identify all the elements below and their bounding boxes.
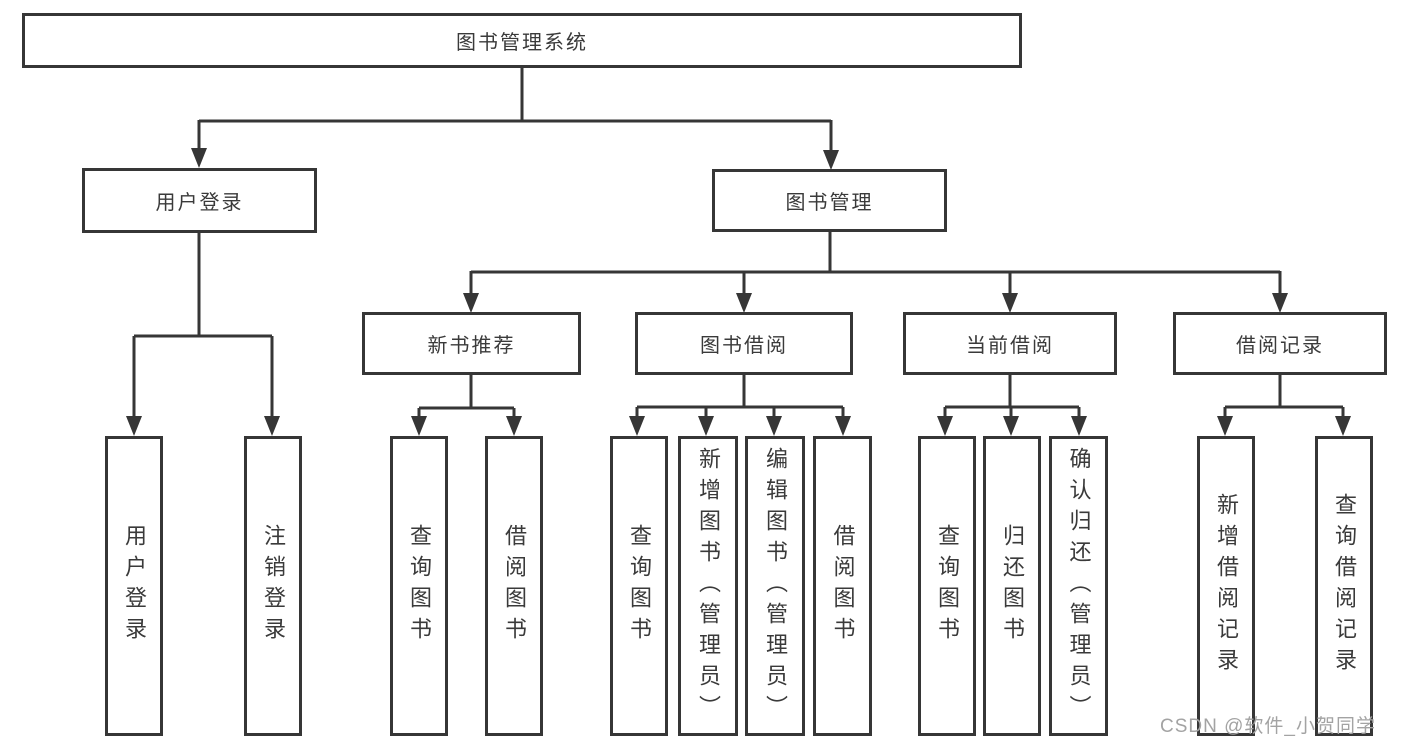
node-library-system-label: 图书管理系统 bbox=[456, 32, 588, 54]
watermark-csdn: CSDN @软件_小贺同学 bbox=[1160, 716, 1376, 737]
leaf-confirm-return-admin-label: 确认归还（管理员） bbox=[1066, 446, 1092, 726]
leaf-borrow-books-recommend: 借阅图书 bbox=[485, 436, 543, 736]
node-user-login: 用户登录 bbox=[82, 168, 317, 233]
leaf-edit-books-admin: 编辑图书（管理员） bbox=[745, 436, 805, 736]
leaf-borrow-books: 借阅图书 bbox=[813, 436, 872, 736]
leaf-query-books-current: 查询图书 bbox=[918, 436, 976, 736]
leaf-query-books-borrow: 查询图书 bbox=[610, 436, 668, 736]
leaf-query-borrow-record-label: 查询借阅记录 bbox=[1332, 493, 1357, 679]
node-library-system: 图书管理系统 bbox=[22, 13, 1022, 68]
leaf-borrow-books-recommend-label: 借阅图书 bbox=[502, 524, 527, 648]
leaf-user-login-label: 用户登录 bbox=[122, 524, 147, 648]
node-book-management-label: 图书管理 bbox=[785, 192, 874, 214]
leaf-add-borrow-record-label: 新增借阅记录 bbox=[1214, 493, 1239, 679]
leaf-user-login: 用户登录 bbox=[105, 436, 163, 736]
node-new-book-recommend-label: 新书推荐 bbox=[427, 335, 516, 357]
node-borrow-records-label: 借阅记录 bbox=[1236, 335, 1324, 357]
leaf-query-books-borrow-label: 查询图书 bbox=[627, 524, 652, 648]
node-current-borrow-label: 当前借阅 bbox=[966, 335, 1054, 357]
leaf-add-books-admin-label: 新增图书（管理员） bbox=[696, 446, 721, 726]
leaf-confirm-return-admin: 确认归还（管理员） bbox=[1049, 436, 1108, 736]
node-user-login-label: 用户登录 bbox=[155, 192, 244, 214]
leaf-return-books-label: 归还图书 bbox=[1000, 524, 1025, 648]
node-current-borrow: 当前借阅 bbox=[903, 312, 1117, 375]
node-new-book-recommend: 新书推荐 bbox=[362, 312, 581, 375]
leaf-add-borrow-record: 新增借阅记录 bbox=[1197, 436, 1255, 736]
node-book-borrow: 图书借阅 bbox=[635, 312, 853, 375]
leaf-query-books-current-label: 查询图书 bbox=[935, 524, 960, 648]
node-borrow-records: 借阅记录 bbox=[1173, 312, 1387, 375]
leaf-return-books: 归还图书 bbox=[983, 436, 1041, 736]
node-book-management: 图书管理 bbox=[712, 169, 947, 232]
leaf-add-books-admin: 新增图书（管理员） bbox=[678, 436, 738, 736]
leaf-edit-books-admin-label: 编辑图书（管理员） bbox=[763, 446, 788, 726]
leaf-borrow-books-label: 借阅图书 bbox=[830, 524, 856, 648]
leaf-query-books-recommend: 查询图书 bbox=[390, 436, 448, 736]
node-book-borrow-label: 图书借阅 bbox=[700, 335, 788, 357]
leaf-query-books-recommend-label: 查询图书 bbox=[407, 524, 432, 648]
leaf-query-borrow-record: 查询借阅记录 bbox=[1315, 436, 1373, 736]
leaf-logout-label: 注销登录 bbox=[261, 524, 286, 648]
leaf-logout: 注销登录 bbox=[244, 436, 302, 736]
